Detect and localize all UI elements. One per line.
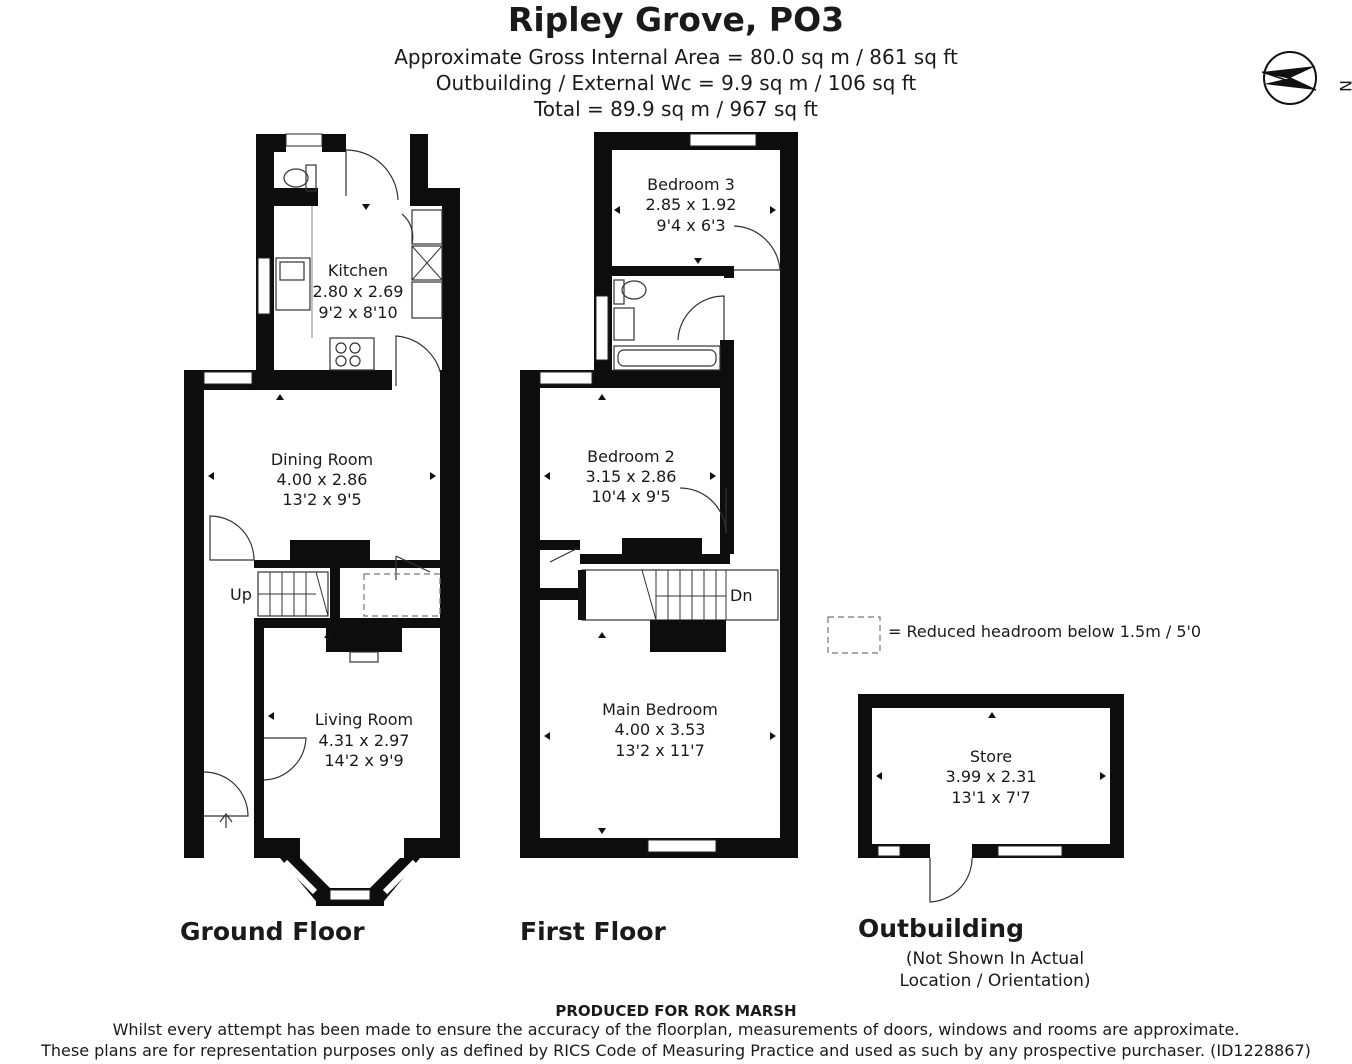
outbuilding-heading: Outbuilding [858,914,1024,943]
stairs-up-label: Up [230,585,252,604]
disclaimer-line-1: Whilst every attempt has been made to en… [112,1020,1240,1039]
outbuilding-note-line-2: Location / Orientation) [899,971,1091,991]
gross-internal-area: Approximate Gross Internal Area = 80.0 s… [394,45,958,69]
dining-metric: 4.00 x 2.86 [277,470,368,489]
room-store: Store 3.99 x 2.31 13'1 x 7'7 [946,747,1037,807]
produced-for: PRODUCED FOR ROK MARSH [555,1002,797,1020]
bedroom-3-imperial: 9'4 x 6'3 [656,216,725,235]
first-floor-plan [520,132,798,858]
room-bedroom-2: Bedroom 2 3.15 x 2.86 10'4 x 9'5 [586,447,677,506]
bedroom-2-name: Bedroom 2 [587,447,675,466]
ground-floor-heading: Ground Floor [180,917,365,946]
main-bedroom-metric: 4.00 x 3.53 [615,720,706,739]
room-main-bedroom: Main Bedroom 4.00 x 3.53 13'2 x 11'7 [602,700,718,760]
store-metric: 3.99 x 2.31 [946,767,1037,786]
living-metric: 4.31 x 2.97 [319,731,410,750]
ground-stairs [257,571,329,617]
store-imperial: 13'1 x 7'7 [951,788,1030,807]
legend-text: = Reduced headroom below 1.5m / 5'0 [888,622,1201,641]
kitchen-imperial: 9'2 x 8'10 [318,303,397,322]
first-floor-heading: First Floor [520,917,666,946]
room-living: Living Room 4.31 x 2.97 14'2 x 9'9 [315,710,413,770]
outbuilding-area: Outbuilding / External Wc = 9.9 sq m / 1… [435,71,917,95]
compass-north-label: N [1336,80,1352,92]
bedroom-3-metric: 2.85 x 1.92 [646,195,737,214]
store-name: Store [970,747,1012,766]
plan-title: Ripley Grove, PO3 [507,0,845,39]
stairs-down-label: Dn [730,586,752,605]
first-stairs [578,569,779,621]
room-bedroom-3: Bedroom 3 2.85 x 1.92 9'4 x 6'3 [646,175,737,235]
room-dining: Dining Room 4.00 x 2.86 13'2 x 9'5 [271,450,373,509]
legend: = Reduced headroom below 1.5m / 5'0 [827,616,1201,654]
room-kitchen: Kitchen 2.80 x 2.69 9'2 x 8'10 [313,261,404,322]
total-area: Total = 89.9 sq m / 967 sq ft [533,97,818,121]
dining-name: Dining Room [271,450,373,469]
bedroom-3-name: Bedroom 3 [647,175,735,194]
kitchen-metric: 2.80 x 2.69 [313,282,404,301]
kitchen-name: Kitchen [328,261,388,280]
outbuilding-note: (Not Shown In Actual Location / Orientat… [890,948,1100,992]
bedroom-2-metric: 3.15 x 2.86 [586,467,677,486]
compass-icon: N [1261,51,1352,105]
ground-floor-plan [184,133,460,906]
reduced-headroom-swatch [827,616,881,654]
main-bedroom-imperial: 13'2 x 11'7 [615,741,705,760]
main-bedroom-name: Main Bedroom [602,700,718,719]
disclaimer-line-2: These plans are for representation purpo… [41,1041,1311,1060]
dining-imperial: 13'2 x 9'5 [282,490,361,509]
living-imperial: 14'2 x 9'9 [324,751,403,770]
outbuilding-plan [858,694,1124,903]
living-name: Living Room [315,710,413,729]
bedroom-2-imperial: 10'4 x 9'5 [591,487,670,506]
outbuilding-note-line-1: (Not Shown In Actual [905,949,1085,969]
